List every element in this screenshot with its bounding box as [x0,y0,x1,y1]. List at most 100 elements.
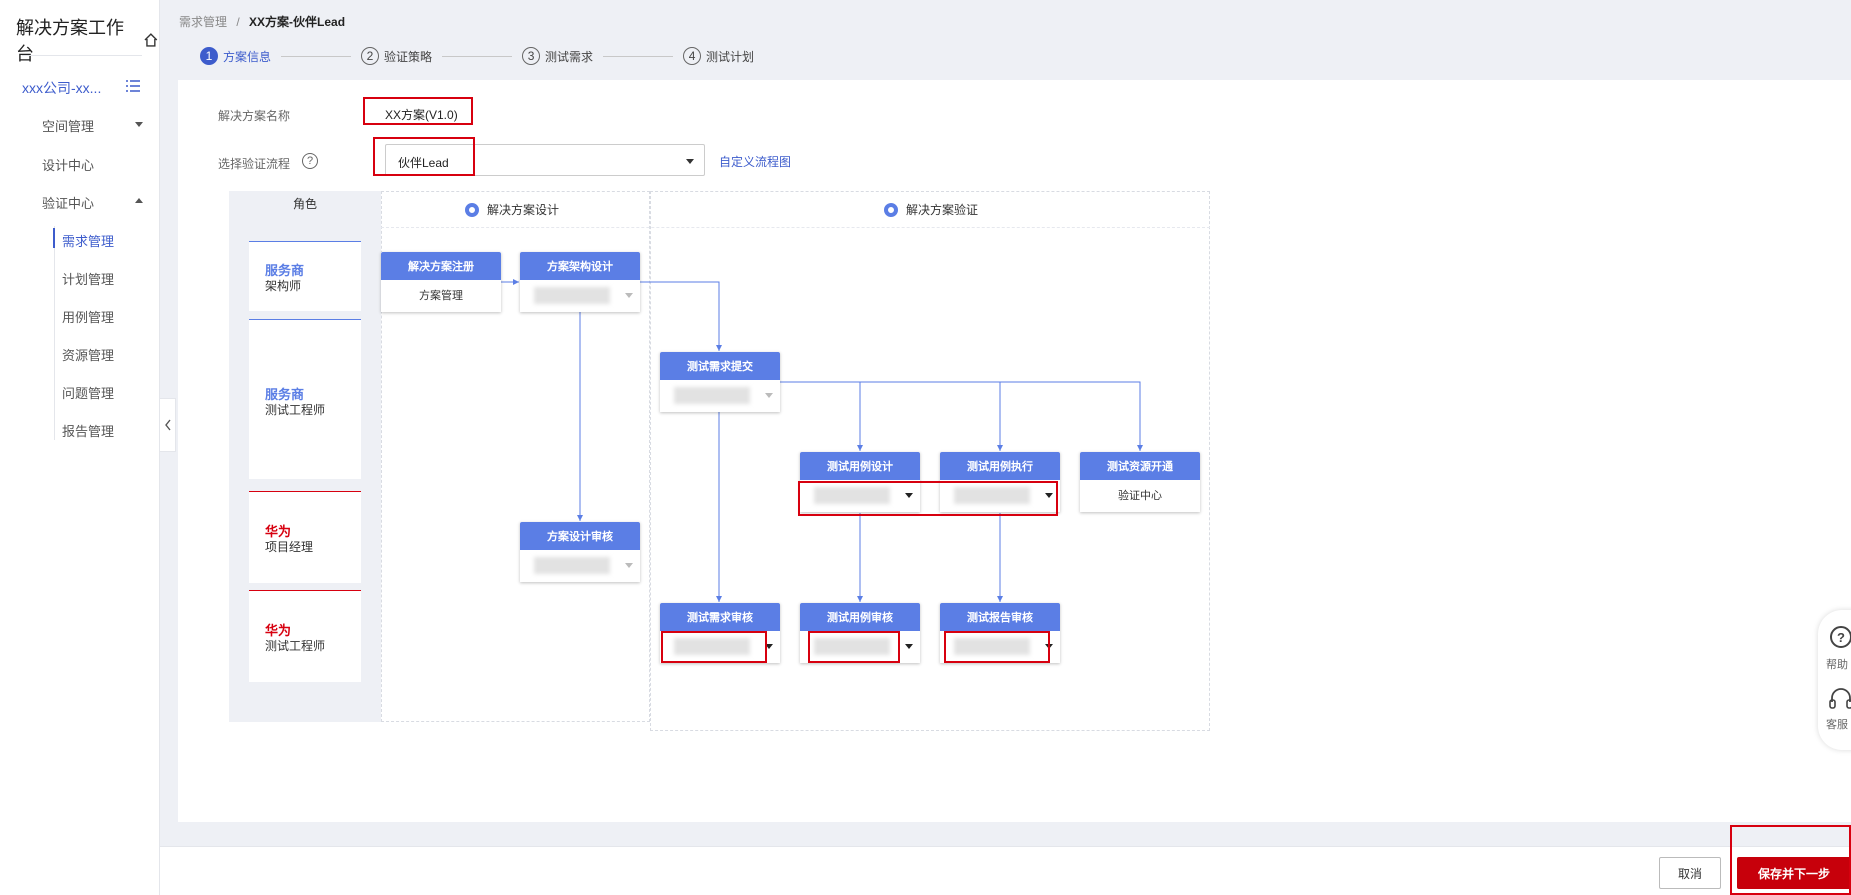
node-assignee-select[interactable] [940,631,1060,661]
caret-down-icon [905,644,913,649]
breadcrumb-parent[interactable]: 需求管理 [179,15,228,29]
role-header: 角色 [292,197,317,211]
caret-down-icon [686,159,694,164]
sidebar-item-space[interactable]: 空间管理 [42,119,95,134]
footer-bar [160,846,1851,895]
node-assignee-select[interactable] [660,380,780,410]
service-label[interactable]: 客服 [1826,719,1848,731]
node-title: 方案架构设计 [520,252,640,280]
role-card: 服务商 架构师 [249,241,361,311]
node-resource-provision[interactable]: 测试资源开通 验证中心 [1080,452,1200,512]
node-title: 测试资源开通 [1080,452,1200,480]
node-assignee-select[interactable] [520,280,640,310]
step-2[interactable]: 2 验证策略 [361,47,432,65]
node-title: 测试报告审核 [940,603,1060,631]
caret-down-icon [1045,644,1053,649]
chevron-left-icon [164,419,171,431]
node-architecture-design[interactable]: 方案架构设计 [520,252,640,312]
node-requirement-review[interactable]: 测试需求审核 [660,603,780,663]
role-org: 华为 [265,524,292,539]
node-case-design[interactable]: 测试用例设计 [800,452,920,512]
node-requirement-submit[interactable]: 测试需求提交 [660,352,780,412]
caret-down-icon [1045,493,1053,498]
sidebar-item-plans[interactable]: 计划管理 [62,272,115,287]
help-circle-icon[interactable]: ? [1830,626,1851,648]
phase-verify-label: 解决方案验证 [906,203,979,217]
breadcrumb-separator: / [236,15,240,29]
node-title: 测试用例设计 [800,452,920,480]
sidebar-item-issues[interactable]: 问题管理 [62,386,115,401]
breadcrumb: 需求管理 / XX方案-伙伴Lead [179,13,345,30]
step-connector [603,55,674,57]
node-body: 方案管理 [419,290,463,302]
headset-icon[interactable] [1828,688,1851,710]
blurred-value [534,287,610,304]
node-case-execute[interactable]: 测试用例执行 [940,452,1060,512]
sidebar-item-requirements[interactable]: 需求管理 [62,234,115,249]
blurred-value [954,638,1030,655]
caret-down-icon [905,493,913,498]
chevron-down-icon[interactable] [135,122,143,127]
chevron-up-icon[interactable] [135,198,143,203]
node-design-review[interactable]: 方案设计审核 [520,522,640,582]
node-title: 解决方案注册 [381,252,501,280]
step-3[interactable]: 3 测试需求 [522,47,593,65]
phase-verify-header: 解决方案验证 [884,201,978,218]
caret-down-icon [625,293,633,298]
help-label[interactable]: 帮助 [1826,659,1848,671]
list-icon[interactable] [125,78,141,94]
sidebar-item-resources[interactable]: 资源管理 [62,348,115,363]
radio-icon[interactable] [465,202,479,217]
role-org: 服务商 [265,263,305,278]
blurred-value [814,487,890,504]
node-assignee-select[interactable] [800,480,920,510]
cancel-button[interactable]: 取消 [1659,857,1721,889]
phase-design-label: 解决方案设计 [487,203,560,217]
node-assignee-select[interactable] [800,631,920,661]
caret-down-icon [765,644,773,649]
custom-flow-link[interactable]: 自定义流程图 [719,155,792,169]
role-name: 架构师 [265,279,302,293]
home-icon[interactable] [143,32,159,48]
phase-design-header: 解决方案设计 [465,201,559,218]
node-title: 测试需求审核 [660,603,780,631]
node-solution-register[interactable]: 解决方案注册 方案管理 [381,252,501,312]
node-title: 方案设计审核 [520,522,640,550]
flow-select[interactable]: 伙伴Lead [385,144,705,176]
floating-help-panel: ? 帮助 客服 [1818,610,1851,750]
flow-select-value: 伙伴Lead [398,156,449,170]
radio-icon[interactable] [884,202,898,217]
step-label: 测试计划 [706,49,755,64]
node-title: 测试需求提交 [660,352,780,380]
project-selector[interactable]: xxx公司-xx... [22,80,102,96]
blurred-value [814,638,890,655]
step-indicator: 1 方案信息 2 验证策略 3 测试需求 4 测试计划 [200,47,754,65]
node-report-review[interactable]: 测试报告审核 [940,603,1060,663]
blurred-value [674,638,750,655]
sidebar-item-cases[interactable]: 用例管理 [62,310,115,325]
sidebar-collapse-button[interactable] [160,398,176,452]
help-icon[interactable]: ? [302,153,318,169]
workbench-title-text: 解决方案工作台 [16,18,124,64]
sidebar-divider [22,55,142,56]
save-next-button[interactable]: 保存并下一步 [1737,857,1851,889]
node-title: 测试用例审核 [800,603,920,631]
step-1[interactable]: 1 方案信息 [200,47,271,65]
role-card: 华为 测试工程师 [249,590,361,682]
sidebar-item-verify[interactable]: 验证中心 [42,196,95,211]
step-number: 3 [522,47,541,65]
step-4[interactable]: 4 测试计划 [683,47,754,65]
node-assignee-select[interactable] [940,480,1060,510]
sidebar-item-design[interactable]: 设计中心 [42,158,95,173]
sidebar-item-reports[interactable]: 报告管理 [62,424,115,439]
step-connector [442,55,513,57]
sidebar: 解决方案工作台 xxx公司-xx... 空间管理 设计中心 验证中心 需求管理 … [0,0,160,895]
node-case-review[interactable]: 测试用例审核 [800,603,920,663]
role-org: 服务商 [265,387,305,402]
blurred-value [674,387,750,404]
step-label: 验证策略 [384,49,433,64]
node-assignee-select[interactable] [660,631,780,661]
node-assignee-select[interactable] [520,550,640,580]
role-column: 角色 服务商 架构师 服务商 测试工程师 华为 项目经理 华为 测试工程师 [229,191,381,722]
role-org: 华为 [265,623,292,638]
